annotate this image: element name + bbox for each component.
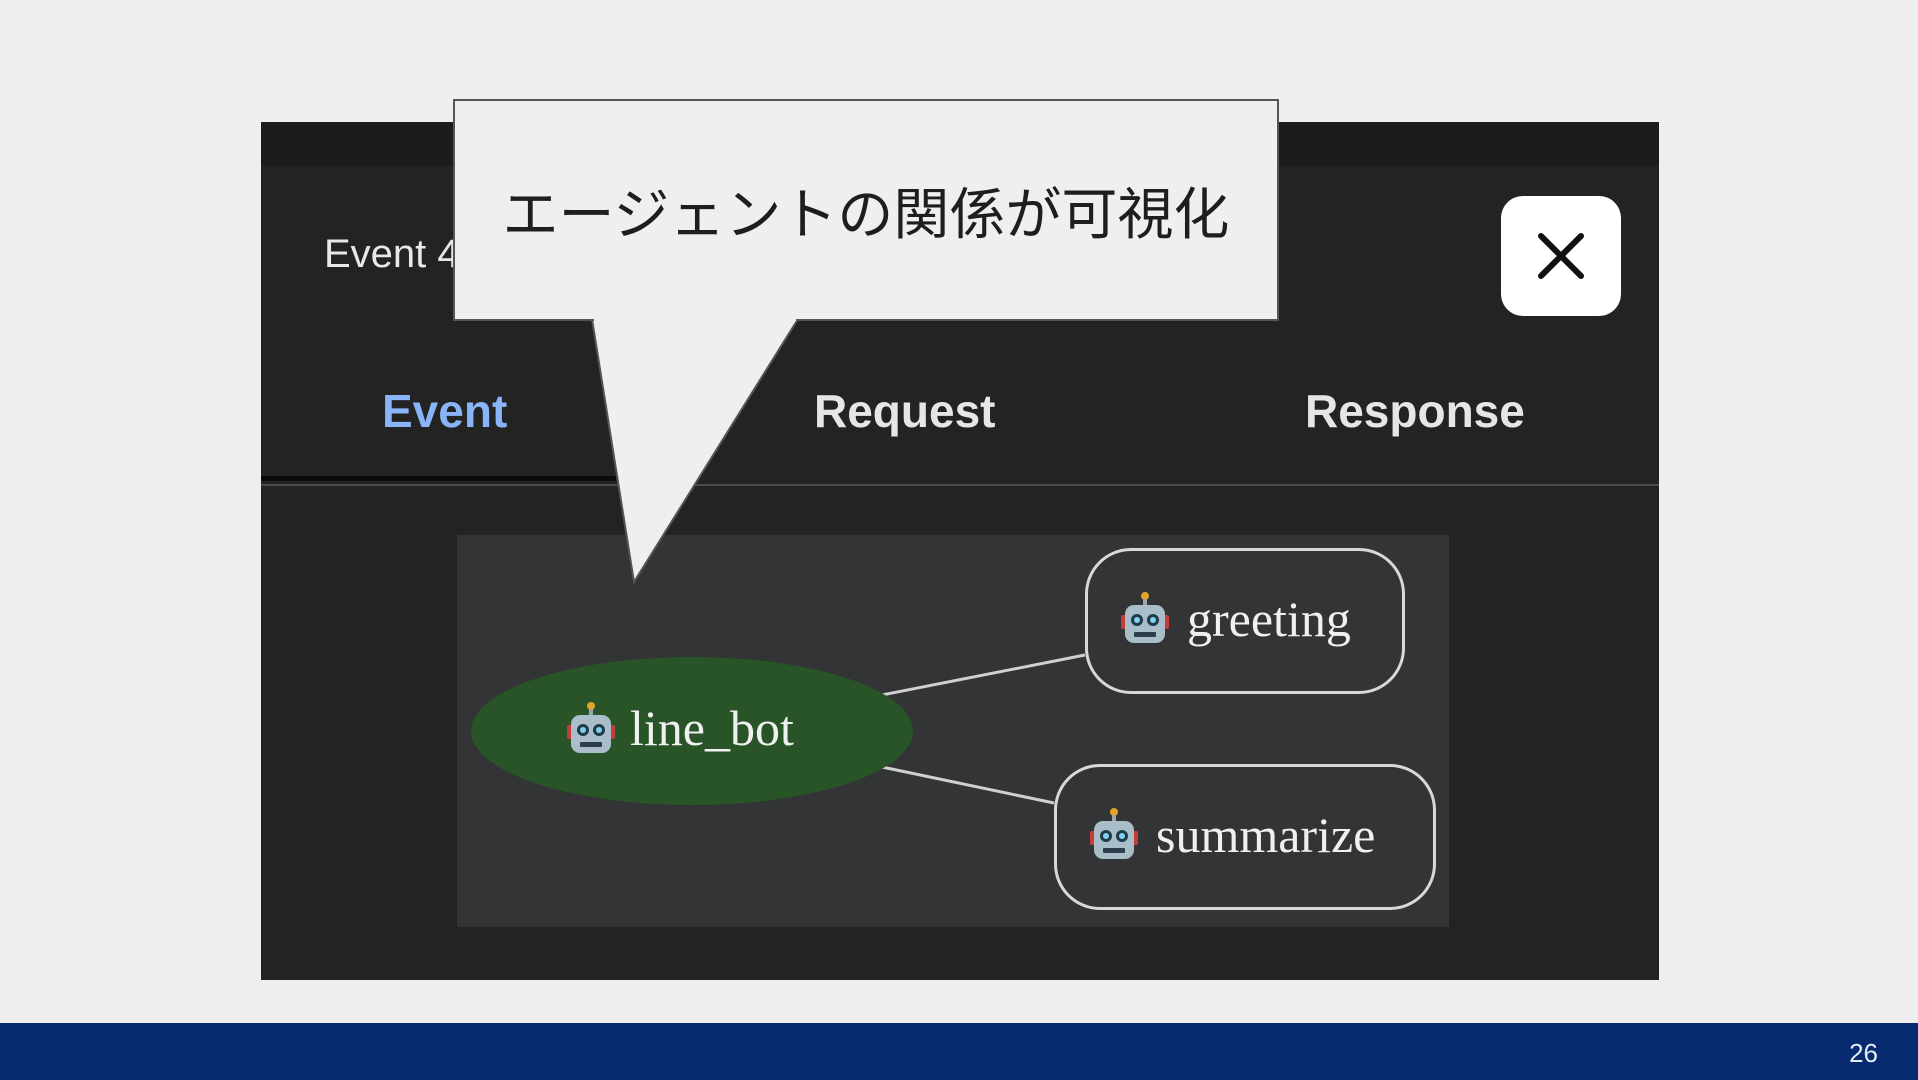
robot-icon <box>567 702 615 753</box>
event-title: Event 4 <box>324 232 460 276</box>
callout-text: エージェントの関係が可視化 <box>502 182 1230 248</box>
edge-line-bot-summarize <box>881 765 1055 805</box>
page-number: 26 <box>1849 1038 1878 1068</box>
robot-icon <box>1121 592 1169 643</box>
robot-icon <box>1090 808 1138 859</box>
slide-footer: 26 <box>0 1023 1918 1080</box>
child-node-label-greeting: greeting <box>1187 591 1351 647</box>
active-tab-indicator <box>261 476 616 481</box>
close-icon <box>1538 233 1584 279</box>
agent-graph: line_bot greeting su <box>457 535 1449 927</box>
callout-bubble: エージェントの関係が可視化 <box>453 99 1279 321</box>
tab-request[interactable]: Request <box>814 385 996 437</box>
child-node-label-summarize: summarize <box>1156 807 1376 863</box>
graph-edges <box>881 653 1086 805</box>
root-node-line-bot[interactable] <box>471 657 913 805</box>
close-button[interactable] <box>1501 196 1621 316</box>
tab-divider <box>261 484 1659 486</box>
child-node-greeting[interactable] <box>1085 548 1405 694</box>
root-node-label: line_bot <box>630 700 794 756</box>
edge-line-bot-greeting <box>881 653 1086 697</box>
tab-event[interactable]: Event <box>382 385 508 437</box>
tab-response[interactable]: Response <box>1305 385 1525 437</box>
child-node-summarize[interactable] <box>1054 764 1436 910</box>
